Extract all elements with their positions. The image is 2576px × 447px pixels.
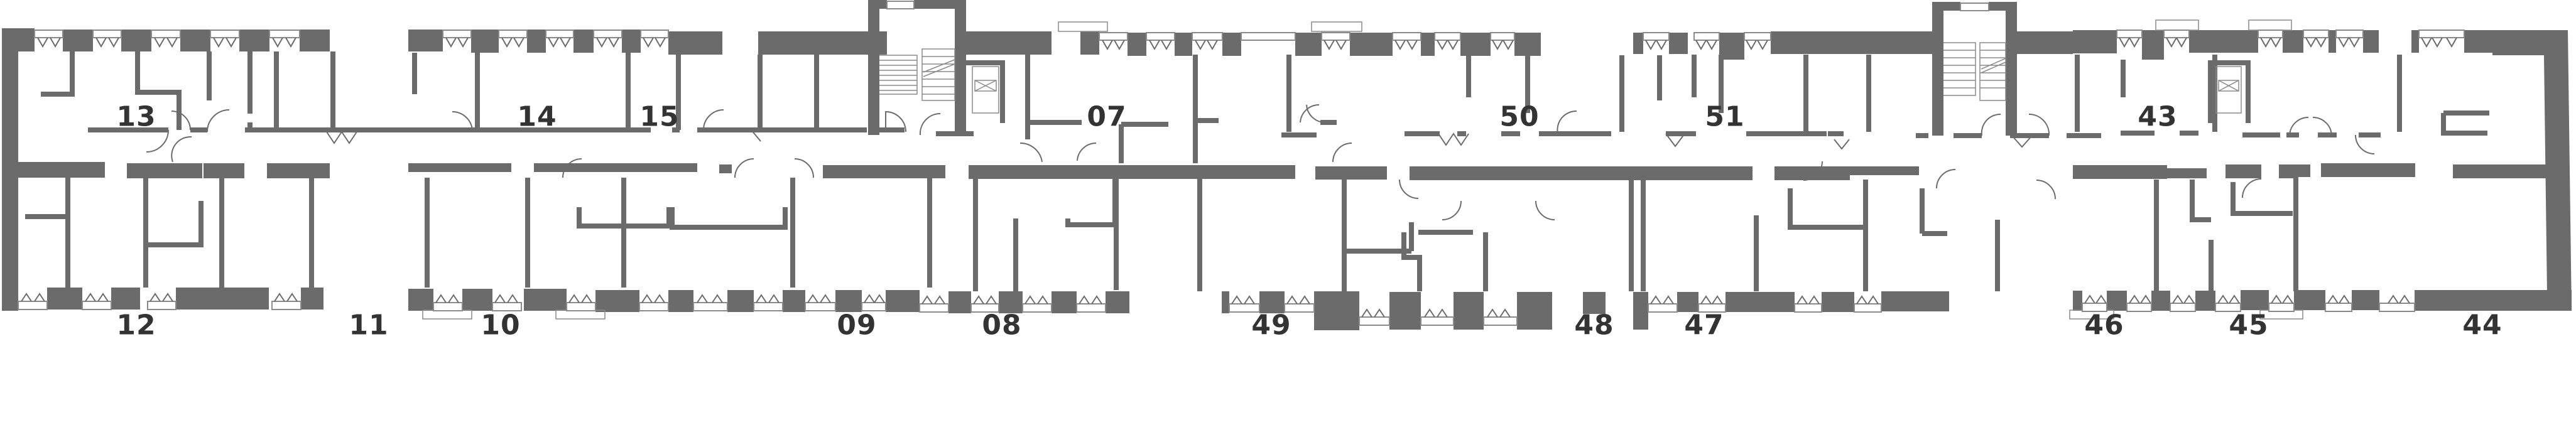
room-label-51[interactable]: 51 — [1705, 100, 1745, 133]
room-label-50[interactable]: 50 — [1499, 100, 1540, 133]
room-label-10[interactable]: 10 — [481, 309, 521, 342]
room-label-07[interactable]: 07 — [1087, 100, 1127, 133]
room-label-13[interactable]: 13 — [116, 100, 156, 133]
room-label-12[interactable]: 12 — [116, 309, 156, 342]
room-label-45[interactable]: 45 — [2229, 309, 2269, 342]
partition-walls — [25, 51, 2489, 291]
corridor-walls — [2, 127, 2550, 180]
stair-west — [868, 0, 966, 135]
room-label-14[interactable]: 14 — [517, 100, 557, 133]
room-label-48[interactable]: 48 — [1574, 309, 1614, 342]
elevator-east-icon — [2208, 60, 2251, 123]
room-label-49[interactable]: 49 — [1251, 309, 1291, 342]
room-label-11[interactable]: 11 — [349, 309, 389, 342]
room-label-44[interactable]: 44 — [2462, 309, 2503, 342]
room-label-08[interactable]: 08 — [982, 309, 1022, 342]
room-label-47[interactable]: 47 — [1684, 309, 1724, 342]
room-label-15[interactable]: 15 — [639, 100, 680, 133]
elevator-west-icon — [961, 60, 1005, 123]
doors — [146, 104, 2375, 220]
windows — [18, 19, 2465, 326]
room-label-09[interactable]: 09 — [837, 309, 877, 342]
room-label-43[interactable]: 43 — [2138, 100, 2178, 133]
room-label-46[interactable]: 46 — [2084, 309, 2124, 342]
stair-east — [1932, 2, 2017, 136]
exterior-walls — [2, 28, 2572, 330]
